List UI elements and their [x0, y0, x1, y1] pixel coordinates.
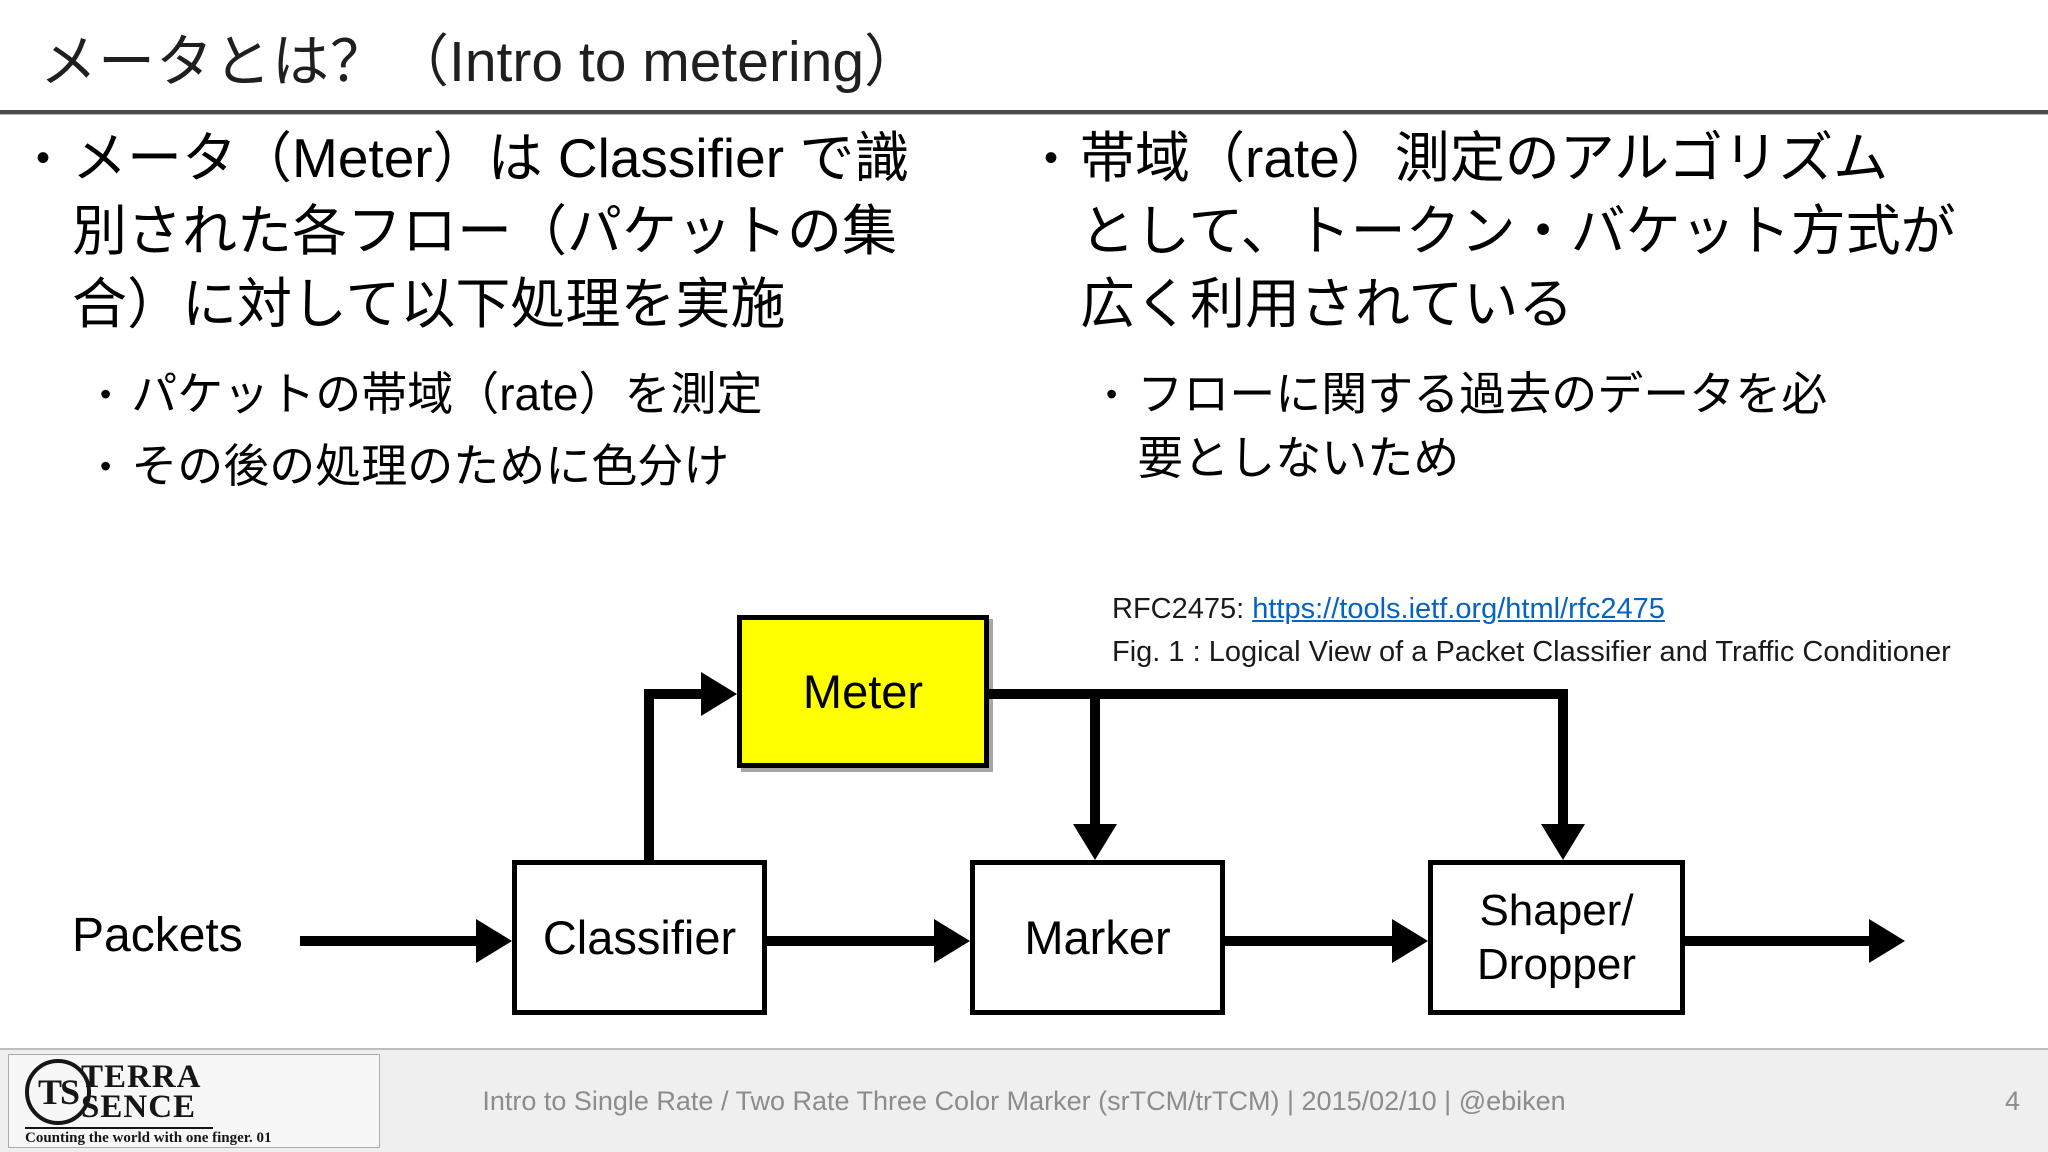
bullet-text: 帯域（rate）測定のアルゴリズム として、トークン・バケット方式が 広く利用さ…	[1080, 127, 1956, 335]
logo-name-line1: TERRA	[81, 1059, 202, 1095]
page-title-english: （Intro to metering）	[392, 30, 922, 94]
logo-monogram: TS	[37, 1072, 80, 1112]
terra-sence-logo: TS TERRA SENCE Counting the world with o…	[8, 1054, 380, 1148]
bullet-token-bucket: • 帯域（rate）測定のアルゴリズム として、トークン・バケット方式が 広く利…	[1044, 122, 2048, 341]
arrow-shaper-to-output-head	[1869, 919, 1905, 963]
bullet-text: フローに関する過去のデータを必 要としないため	[1137, 368, 1828, 484]
sub-bullet-measure-rate: • パケットの帯域（rate）を測定	[100, 362, 1050, 426]
meter-node: Meter	[737, 615, 989, 768]
bullet-text: パケットの帯域（rate）を測定	[131, 368, 763, 420]
sub-bullet-coloring: • その後の処理のために色分け	[100, 434, 1050, 498]
bullet-text: メータ（Meter）は Classifier で識 別された各フロー（パケットの…	[72, 127, 910, 335]
logo-content: TS TERRA SENCE Counting the world with o…	[25, 1059, 272, 1147]
connector-classifier-to-meter-horizontal	[644, 689, 706, 699]
sub-bullet-no-history: • フローに関する過去のデータを必 要としないため	[1106, 362, 2046, 490]
logo-top-row: TS TERRA SENCE	[25, 1059, 245, 1125]
logo-divider	[25, 1127, 213, 1129]
logo-name-line2: SENCE	[81, 1089, 197, 1125]
arrow-marker-to-shaper-line	[1225, 936, 1396, 946]
shaper-dropper-node: Shaper/ Dropper	[1428, 860, 1685, 1015]
reference-block: RFC2475: https://tools.ietf.org/html/rfc…	[1112, 588, 1951, 674]
meter-node-label: Meter	[802, 665, 924, 718]
ts-monogram-icon: TS	[25, 1059, 91, 1125]
connector-meter-output-horizontal	[989, 689, 1568, 699]
page-title-japanese: メータとは？	[40, 30, 388, 94]
arrow-classifier-to-marker-line	[767, 936, 938, 946]
logo-name: TERRA SENCE	[81, 1059, 202, 1125]
rfc-link[interactable]: https://tools.ietf.org/html/rfc2475	[1252, 593, 1665, 625]
bullet-dot: •	[36, 136, 51, 180]
arrow-marker-to-shaper-head	[1392, 919, 1428, 963]
arrow-into-meter-head	[701, 672, 737, 716]
logo-tagline: Counting the world with one finger. 01	[25, 1130, 272, 1146]
sub-bullet-list-right: • フローに関する過去のデータを必 要としないため	[1106, 362, 2046, 498]
marker-node-label: Marker	[1024, 911, 1171, 964]
bullet-dot: •	[1106, 376, 1118, 412]
bullet-text: その後の処理のために色分け	[131, 440, 730, 492]
arrow-packets-to-classifier-line	[300, 936, 480, 946]
classifier-node: Classifier	[512, 860, 767, 1015]
connector-meter-to-marker-vertical	[1090, 689, 1100, 828]
classifier-node-label: Classifier	[542, 911, 737, 964]
marker-node: Marker	[970, 860, 1225, 1015]
bullet-dot: •	[100, 376, 112, 412]
arrow-packets-to-classifier-head	[476, 919, 512, 963]
figure-caption: Fig. 1 : Logical View of a Packet Classi…	[1112, 636, 1951, 668]
arrow-into-shaper-head	[1541, 824, 1585, 860]
connector-meter-to-shaper-vertical	[1558, 689, 1568, 828]
arrow-shaper-to-output-line	[1683, 936, 1873, 946]
shaper-dropper-node-label: Shaper/ Dropper	[1477, 885, 1636, 989]
arrow-classifier-to-marker-head	[934, 919, 970, 963]
rfc-label: RFC2475:	[1112, 593, 1253, 625]
connector-classifier-to-meter-vertical	[644, 689, 654, 860]
title-divider	[0, 110, 2048, 115]
arrow-into-marker-head	[1073, 824, 1117, 860]
bullet-dot: •	[100, 448, 112, 484]
page-number: 4	[2004, 1086, 2020, 1116]
bullet-dot: •	[1044, 136, 1059, 180]
footer-bar: TS TERRA SENCE Counting the world with o…	[0, 1048, 2048, 1152]
footer-title-text: Intro to Single Rate / Two Rate Three Co…	[482, 1086, 1566, 1116]
rfc-line: RFC2475: https://tools.ietf.org/html/rfc…	[1112, 588, 1951, 631]
bullet-meter-definition: • メータ（Meter）は Classifier で識 別された各フロー（パケッ…	[36, 122, 1036, 341]
packets-label: Packets	[72, 909, 243, 962]
sub-bullet-list-left: • パケットの帯域（rate）を測定 • その後の処理のために色分け	[100, 362, 1050, 506]
page-title: メータとは？（Intro to metering）	[40, 16, 921, 98]
